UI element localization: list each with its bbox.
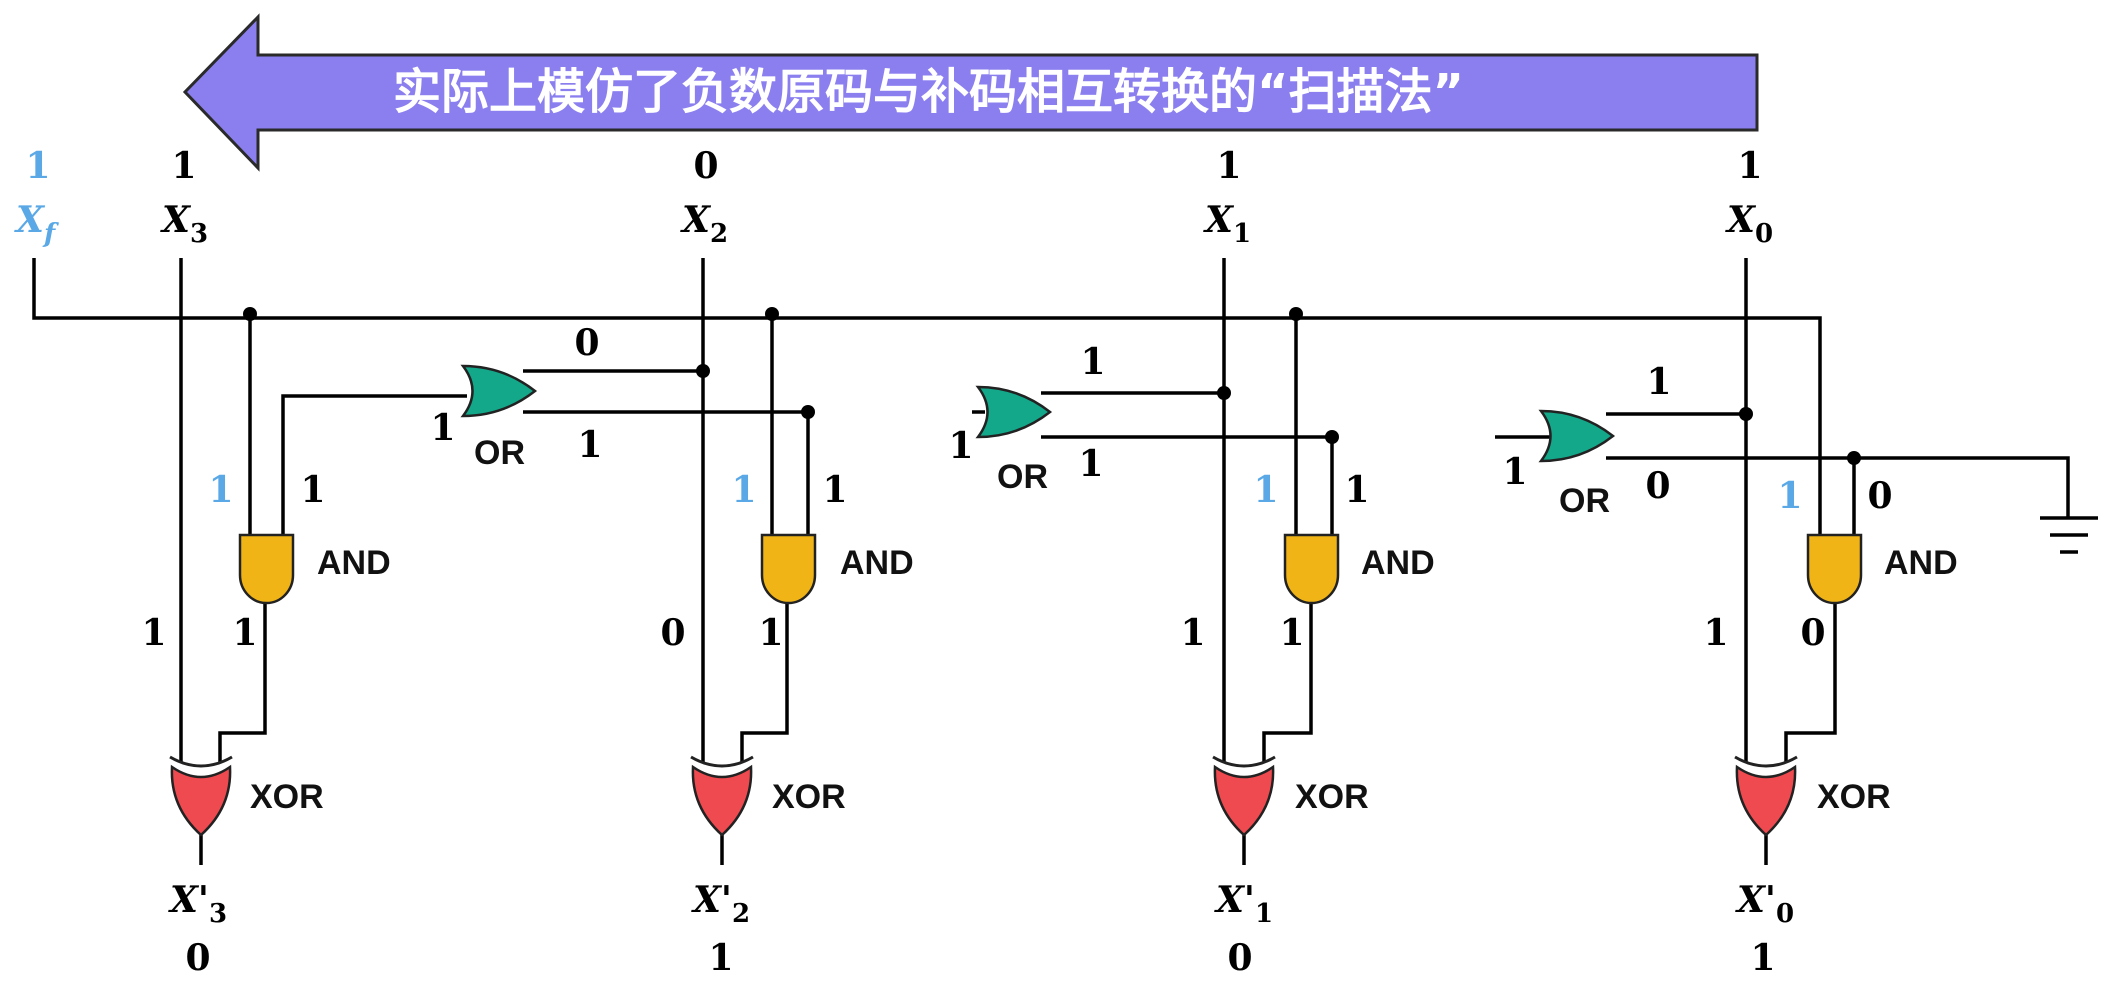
- or-gate-1-in-top: 0: [574, 322, 599, 364]
- and-gate-1-label: AND: [317, 544, 391, 582]
- and-gate-3-out: 1: [1279, 612, 1304, 654]
- or-gate-3-in-top: 1: [1646, 361, 1671, 403]
- output-x3-label: X'3: [168, 879, 227, 929]
- xor-gate-1: [169, 755, 233, 837]
- wires: [32, 258, 2098, 865]
- input-x0-value: 1: [1737, 145, 1762, 187]
- junction-dots: [243, 307, 1861, 465]
- or-gate-2: [975, 385, 1053, 439]
- and-gate-3-in-left: 1: [1253, 469, 1278, 511]
- and-gate-4-label: AND: [1884, 544, 1958, 582]
- input-x2-label: X2: [680, 199, 728, 249]
- and-gate-2-label: AND: [840, 544, 914, 582]
- and-gate-3: [1283, 533, 1340, 605]
- xor-gate-4-in: 1: [1703, 612, 1728, 654]
- and-gate-1-out: 1: [232, 612, 257, 654]
- and-gate-3-in-right: 1: [1344, 469, 1369, 511]
- or-gate-1: [460, 364, 538, 418]
- input-x2-value: 0: [693, 145, 718, 187]
- sign-value: 1: [25, 145, 50, 187]
- xor-gate-3: [1212, 755, 1276, 837]
- or-gate-2-out: 1: [948, 425, 973, 467]
- xor-gate-2-in: 0: [660, 612, 685, 654]
- or-gate-2-label: OR: [997, 458, 1048, 496]
- banner-arrow: [182, 13, 1759, 172]
- xor-gate-4-label: XOR: [1817, 778, 1891, 816]
- output-x0-label: X'0: [1735, 879, 1794, 929]
- or-gate-3-out: 1: [1502, 451, 1527, 493]
- input-x3-label: X3: [160, 199, 208, 249]
- or-gate-3-in-bottom: 0: [1645, 465, 1670, 507]
- xor-gate-1-in: 1: [141, 612, 166, 654]
- input-x1-label: X1: [1203, 199, 1251, 249]
- sign-label: Xf: [14, 199, 59, 249]
- output-x1-label: X'1: [1214, 879, 1273, 929]
- and-gate-4-out: 0: [1800, 612, 1825, 654]
- and-gate-2-in-left: 1: [731, 469, 756, 511]
- xor-gate-2: [690, 755, 754, 837]
- output-x2-value: 1: [708, 937, 733, 979]
- or-gate-1-out: 1: [430, 407, 455, 449]
- output-x2-label: X'2: [691, 879, 750, 929]
- xor-gate-2-label: XOR: [772, 778, 846, 816]
- or-gate-1-label: OR: [474, 434, 525, 472]
- and-gate-4-in-left: 1: [1777, 475, 1802, 517]
- xor-gate-4: [1734, 755, 1798, 837]
- or-gate-1-in-bottom: 1: [577, 424, 602, 466]
- and-gate-4-in-right: 0: [1867, 475, 1892, 517]
- xor-gate-1-label: XOR: [250, 778, 324, 816]
- xor-gate-3-in: 1: [1180, 612, 1205, 654]
- or-gate-3-label: OR: [1559, 482, 1610, 520]
- xor-gate-3-label: XOR: [1295, 778, 1369, 816]
- or-gate-2-in-top: 1: [1080, 341, 1105, 383]
- output-x0-value: 1: [1750, 937, 1775, 979]
- input-x3-value: 1: [171, 145, 196, 187]
- and-gate-1-in-right: 1: [300, 469, 325, 511]
- and-gate-2-in-right: 1: [822, 469, 847, 511]
- input-x0-label: X0: [1725, 199, 1773, 249]
- and-gate-2-out: 1: [758, 612, 783, 654]
- and-gate-4: [1806, 533, 1863, 605]
- output-x3-value: 0: [185, 937, 210, 979]
- output-x1-value: 0: [1227, 937, 1252, 979]
- and-gate-3-label: AND: [1361, 544, 1435, 582]
- banner-text: 实际上模仿了负数原码与补码相互转换的“扫描法”: [393, 64, 1464, 120]
- and-gate-2: [760, 533, 817, 605]
- and-gate-1: [238, 533, 295, 605]
- or-gate-2-in-bottom: 1: [1078, 443, 1103, 485]
- or-gate-3: [1538, 409, 1616, 463]
- input-x1-value: 1: [1216, 145, 1241, 187]
- and-gate-1-in-left: 1: [208, 469, 233, 511]
